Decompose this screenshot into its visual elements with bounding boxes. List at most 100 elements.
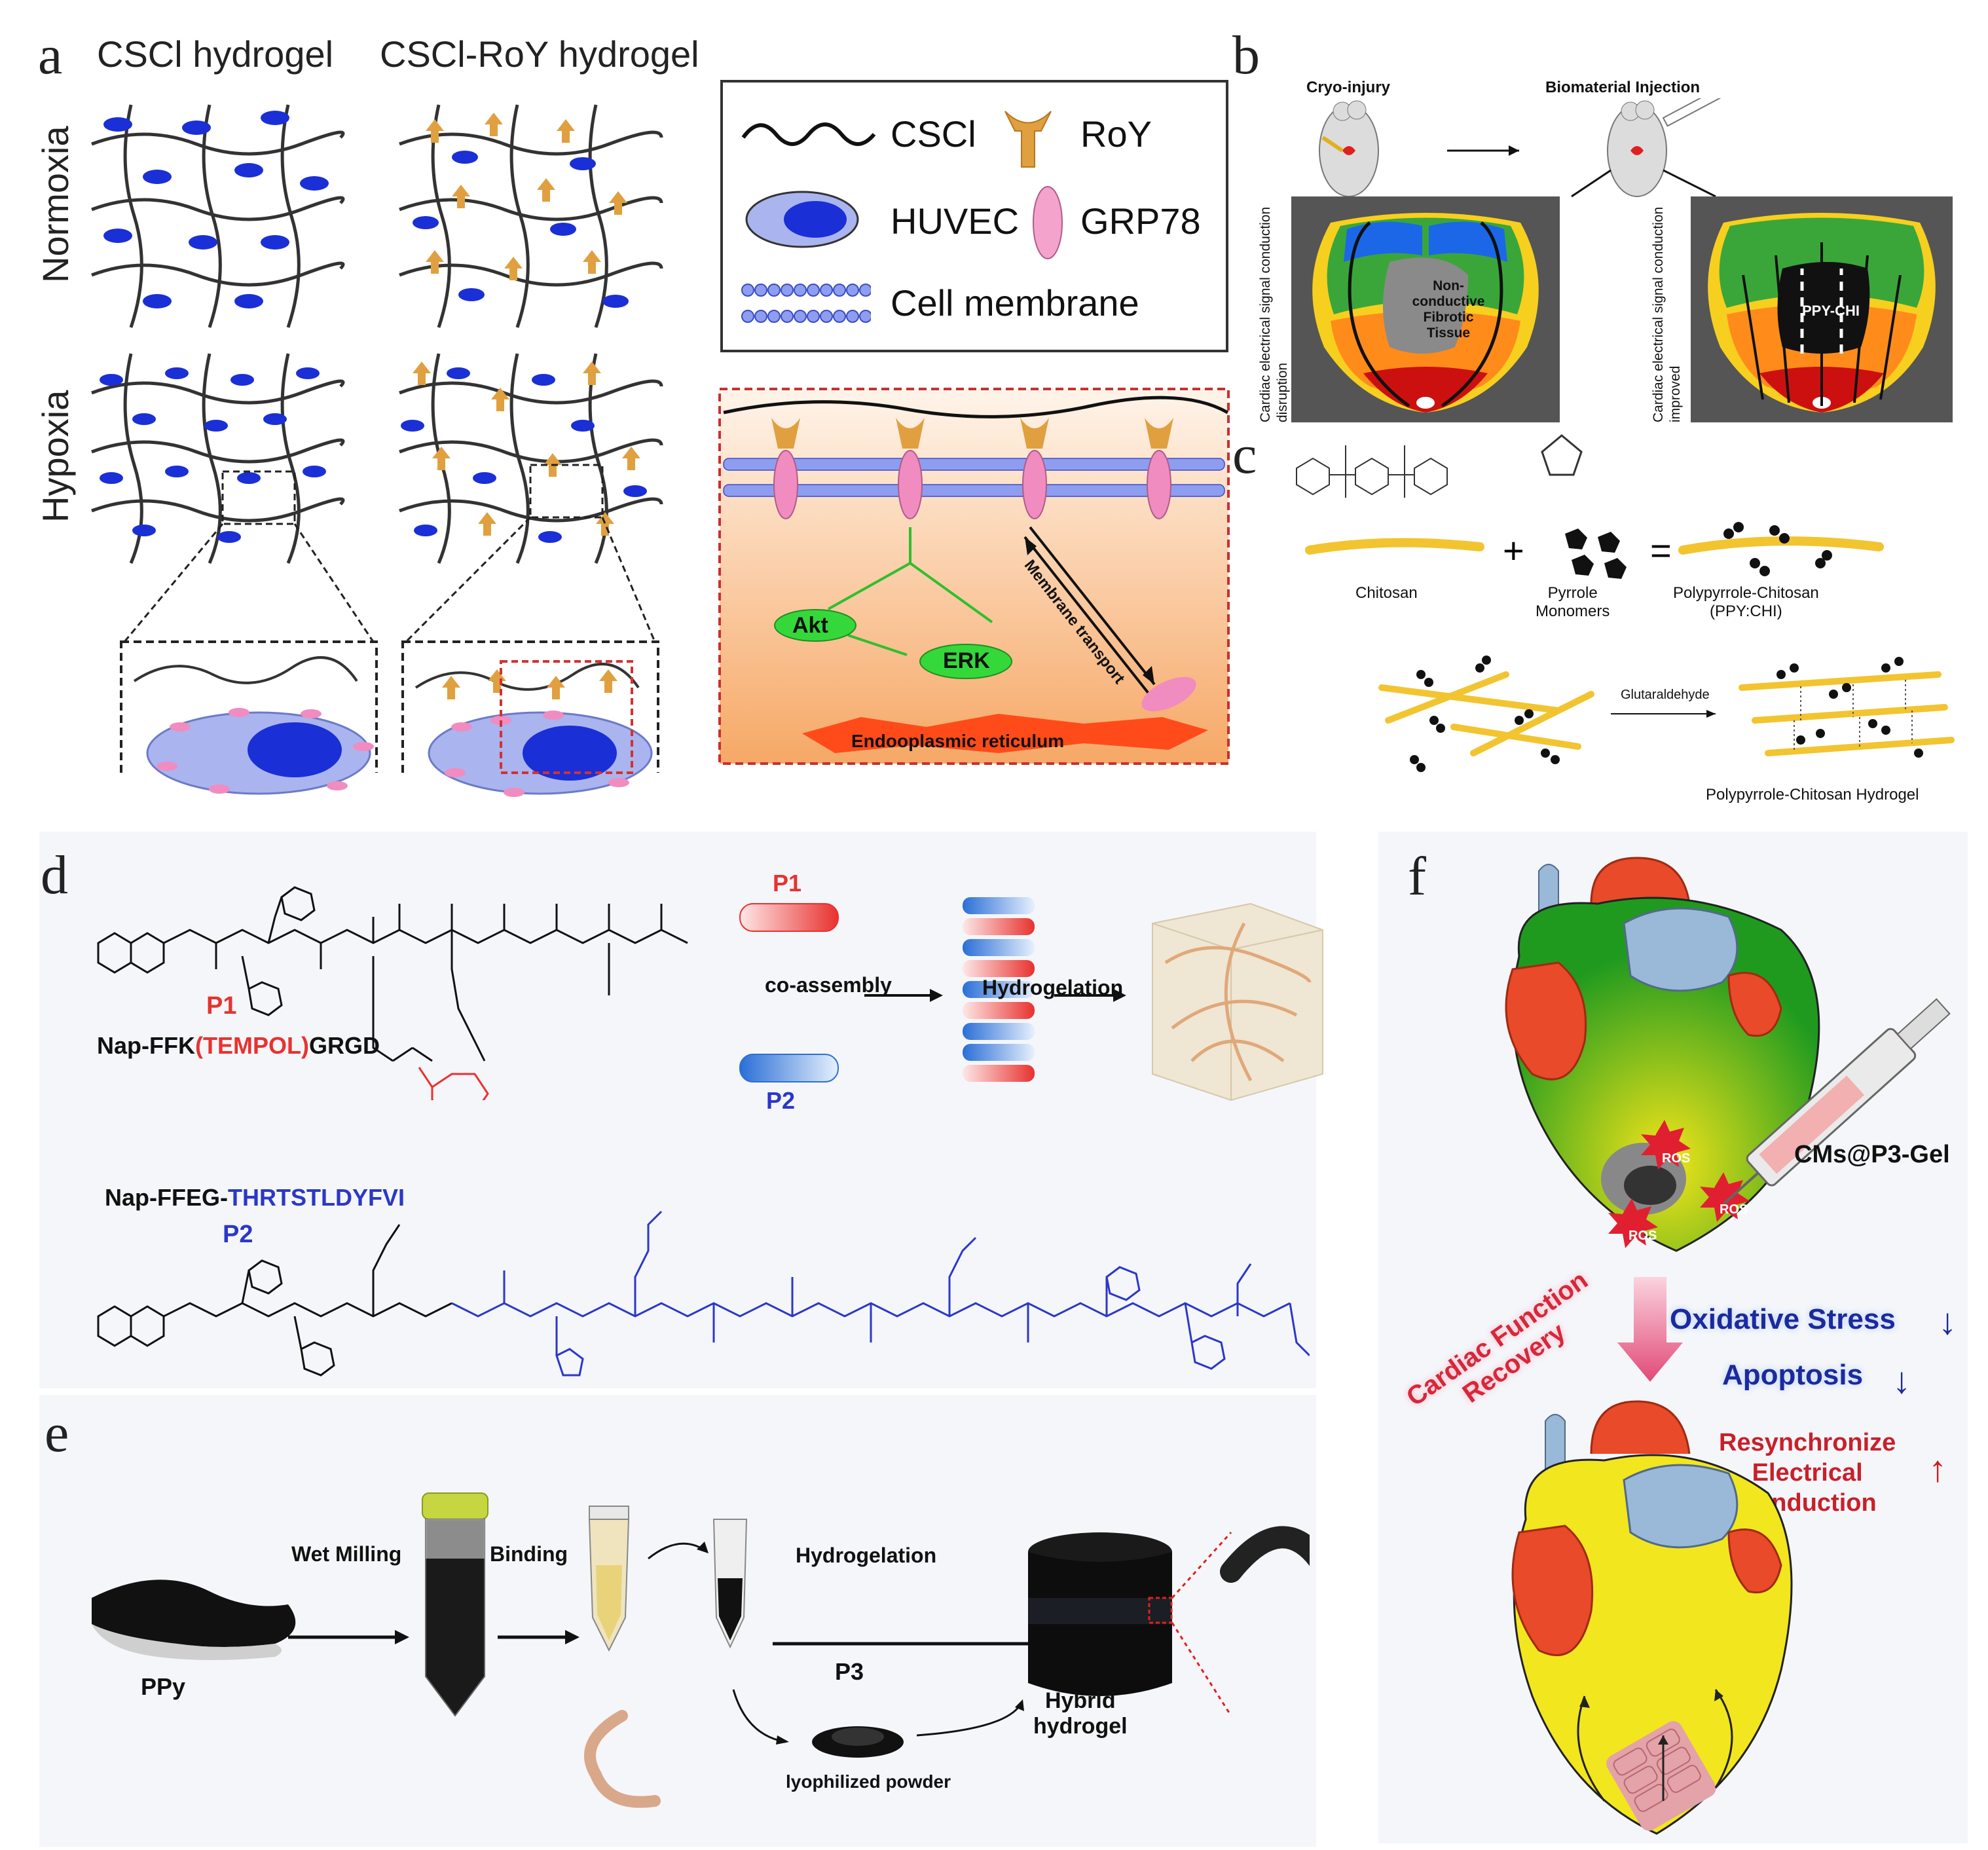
legend-cscl-icon (741, 122, 876, 146)
ppy-film (92, 1580, 296, 1660)
heart-improved (1691, 196, 1953, 422)
recovery-arrow (1617, 1277, 1683, 1382)
zoom-roy-cell (414, 660, 653, 797)
p1-label: P1 (206, 992, 237, 1020)
fibrotic-line-1: Non- (1433, 278, 1464, 293)
apoptosis-down-arrow: ↓ (1892, 1360, 1911, 1401)
panel-c-reaction: + = (1305, 522, 1884, 579)
ppy-label: PPy (141, 1673, 186, 1700)
p3-powder (812, 1726, 904, 1758)
resync-up-arrow: ↑ (1928, 1448, 1947, 1489)
ros-burst (1608, 1120, 1750, 1248)
cms-p3-gel-label: CMs@P3-Gel (1794, 1141, 1950, 1168)
panel-d-background (39, 832, 1316, 1388)
lyophilized-powder-label: lyophilized powder (786, 1771, 951, 1792)
conduction-improved-label: Cardiac electrical signal conduction imp… (1651, 206, 1683, 422)
legend-membrane-icon (741, 284, 871, 323)
panel-b-letter: b (1232, 25, 1260, 86)
hybrid-hydrogel (1028, 1532, 1173, 1696)
syringe-icon (1723, 998, 1951, 1205)
binding-label: Binding (490, 1542, 568, 1566)
oxidative-down-arrow: ↓ (1938, 1301, 1957, 1342)
hybrid-hydrogel-label: Hybrid hydrogel (1033, 1688, 1128, 1739)
legend-cscl-label: CSCl (891, 113, 976, 155)
mouse-icon-left (1319, 100, 1379, 197)
chitosan-label: Chitosan (1355, 584, 1418, 602)
ppy-chi-product-label: Polypyrrole-Chitosan (PPY:CHI) (1673, 584, 1819, 621)
p2-name-part-a: Nap-FFEG- (105, 1184, 228, 1211)
legend-huvec-icon (745, 191, 859, 248)
falcon-tube (422, 1492, 488, 1717)
eppendorf-black (712, 1519, 748, 1649)
pyrrole-line-2: Monomers (1536, 602, 1610, 620)
p1-name-part-c: GRGD (308, 1032, 380, 1059)
p2-label: P2 (223, 1221, 253, 1248)
ros-label-1: ROS (1662, 1151, 1691, 1166)
pyrrole-label: Pyrrole Monomers (1536, 584, 1610, 621)
pyrrole-line-1: Pyrrole (1547, 584, 1598, 602)
ppy-chi-line-1: Polypyrrole-Chitosan (1673, 584, 1819, 602)
normoxia-cscl-cells (103, 111, 329, 308)
panel-a-col2-title: CSCl-RoY hydrogel (380, 33, 699, 75)
fibrotic-label: Non- conductive Fibrotic Tissue (1409, 278, 1488, 341)
er-label: Endooplasmic reticulum (851, 731, 1065, 751)
ros-label-3: ROS (1629, 1229, 1657, 1243)
ppy-chi-line-2: (PPY:CHI) (1710, 602, 1782, 620)
p1-structure (97, 886, 688, 1100)
heart-injured (1505, 857, 1951, 1252)
hydrogelation-label-e: Hydrogelation (796, 1544, 937, 1567)
p2-pill-label: P2 (766, 1087, 796, 1114)
normoxia-cscl-network (91, 104, 345, 328)
mechanism-receptors (771, 418, 1173, 519)
legend-grp78-label: GRP78 (1080, 200, 1201, 242)
panel-a-col1-title: CSCl hydrogel (97, 33, 334, 75)
cardiomyocyte-patch (1606, 1721, 1716, 1831)
heart-recovered (1511, 1400, 1793, 1835)
glutaraldehyde-label: Glutaraldehyde (1621, 688, 1710, 702)
panel-e-letter: e (45, 1403, 69, 1464)
coassembly-label: co-assembly (765, 973, 892, 997)
panel-c-letter: c (1232, 424, 1257, 485)
legend-roy-icon (1004, 111, 1052, 168)
p1-name-tempol: (TEMPOL) (194, 1032, 309, 1059)
pyrrole-structure (1541, 434, 1583, 476)
p2-name: Nap-FFEG-THRTSTLDYFVI (105, 1184, 405, 1212)
eppendorf-yellow (588, 1506, 630, 1652)
ros-label-2: ROS (1720, 1202, 1748, 1217)
fibrotic-line-2: conductive (1412, 294, 1485, 309)
hybrid-line-1: Hybrid (1044, 1688, 1116, 1713)
resync-line-2: Electrical (1752, 1459, 1863, 1487)
hydrogelation-label-d: Hydrogelation (982, 976, 1124, 999)
conduction-disruption-label: Cardiac electrical signal conduction dis… (1258, 206, 1290, 422)
akt-label: Akt (792, 613, 828, 638)
panel-a-zoom-cells (133, 656, 653, 797)
hybrid-line-2: hydrogel (1033, 1714, 1128, 1739)
panel-d-coassembly (739, 897, 1323, 1101)
chitosan-structure (1296, 445, 1448, 498)
legend-huvec-label: HUVEC (891, 200, 1020, 242)
p2-structure (97, 1210, 1310, 1377)
biomaterial-injection-label: Biomaterial Injection (1545, 79, 1701, 96)
fibrotic-line-3: Fibrotic (1423, 310, 1474, 325)
legend-membrane-label: Cell membrane (891, 282, 1139, 324)
wet-milling-label: Wet Milling (291, 1542, 402, 1566)
panel-a-mechanism (718, 388, 1230, 765)
panel-c-crosslink (1378, 656, 1955, 772)
p1-name: Nap-FFK(TEMPOL)GRGD (97, 1032, 380, 1060)
erk-label: ERK (943, 648, 990, 673)
p1-pill-label: P1 (773, 870, 802, 897)
panel-f-letter: f (1408, 846, 1426, 907)
panel-a-row2-label: Hypoxia (35, 390, 76, 523)
panel-b-mice (1319, 98, 1744, 198)
apoptosis-label: Apoptosis (1722, 1359, 1864, 1391)
nanofiber (1220, 1526, 1310, 1583)
resync-line-1: Resynchronize (1719, 1429, 1896, 1456)
fibrotic-line-4: Tissue (1426, 325, 1471, 341)
p2-name-sequence: THRTSTLDYFVI (227, 1184, 405, 1211)
hydrogel-cube (1152, 902, 1323, 1101)
panel-e-workflow (92, 1492, 1310, 1808)
oxidative-stress-label: Oxidative Stress (1670, 1303, 1896, 1335)
panel-d-letter: d (41, 845, 68, 906)
ppy-chi-hydrogel-label: Polypyrrole-Chitosan Hydrogel (1706, 786, 1919, 804)
panel-a-letter: a (38, 25, 63, 86)
